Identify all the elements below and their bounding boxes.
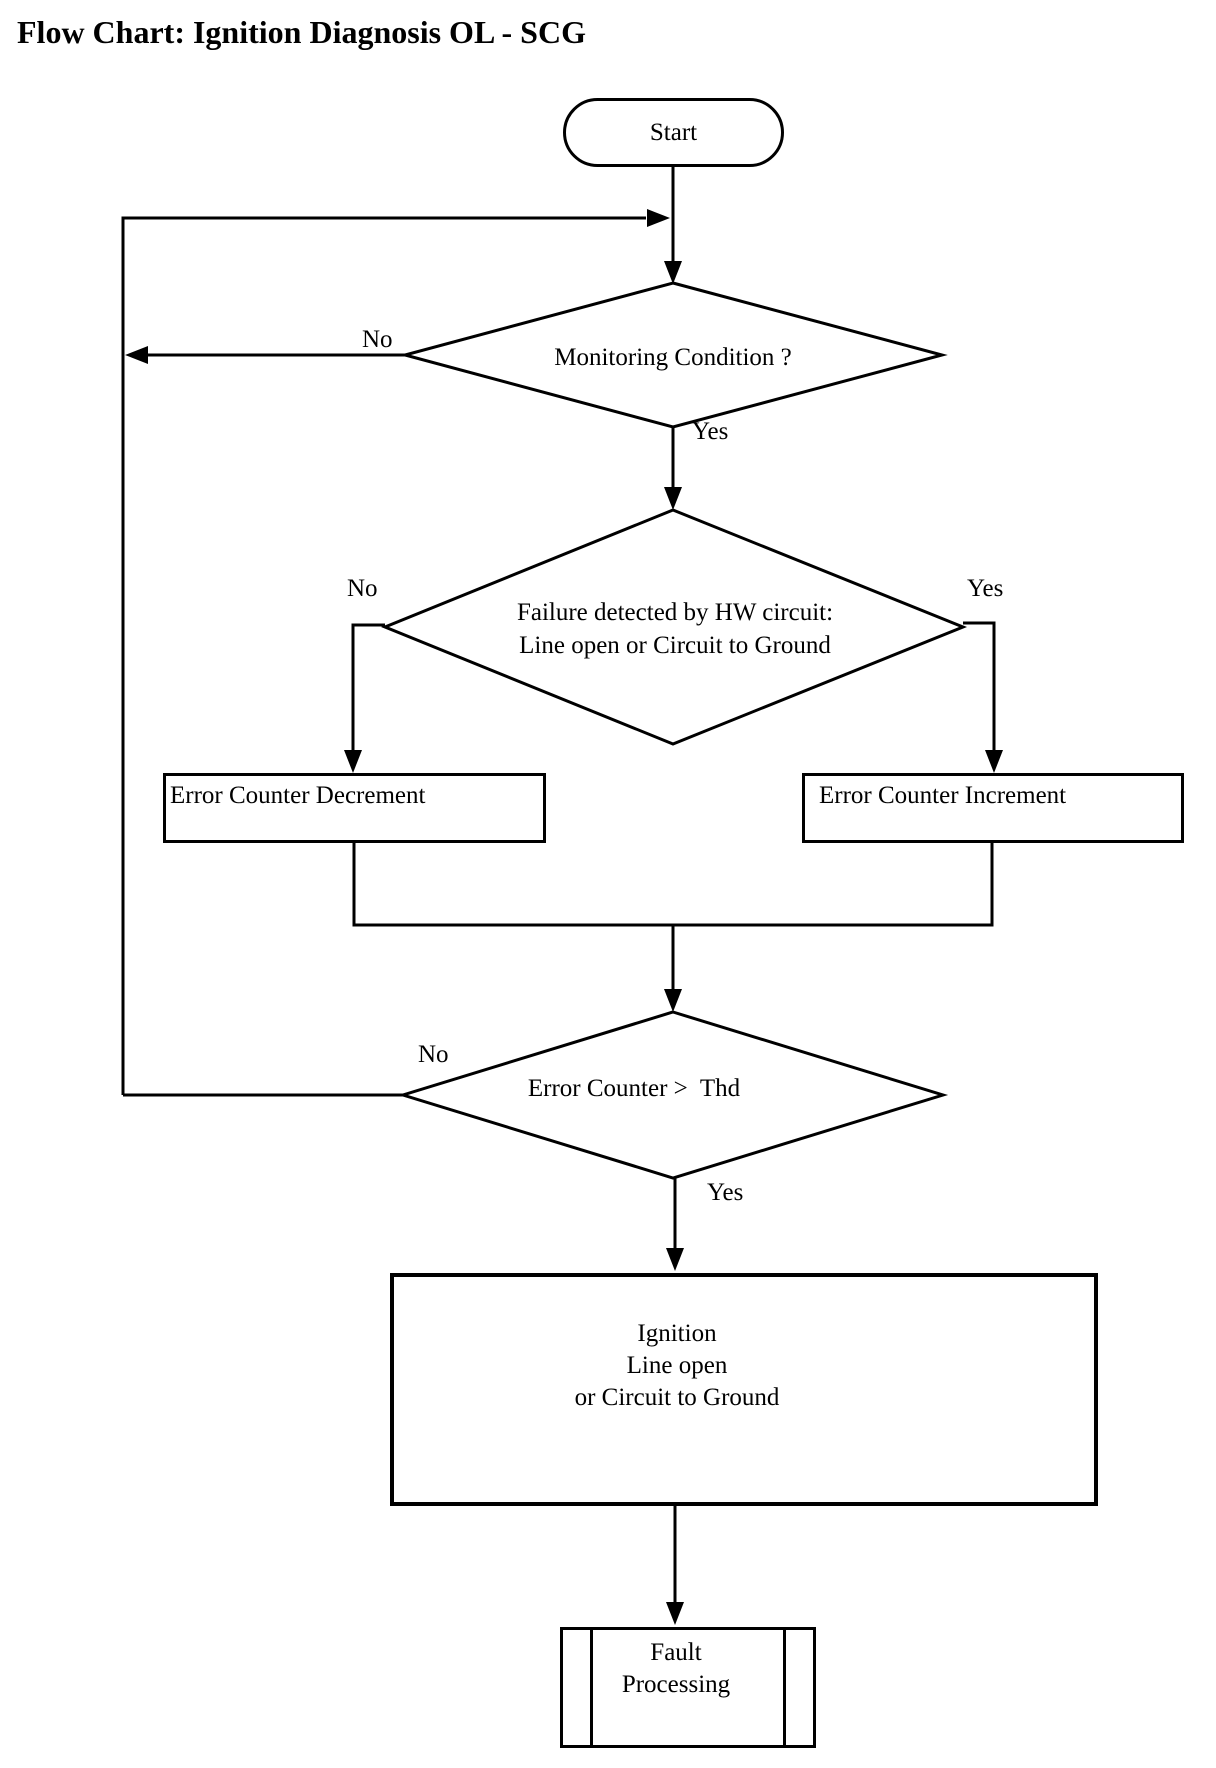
node-start-label: Start (649, 119, 698, 146)
node-ignition-result: Ignition Line open or Circuit to Ground (390, 1273, 1098, 1506)
node-ignition-result-line2: Line open (626, 1352, 728, 1379)
node-fault-processing-line2: Processing (621, 1671, 731, 1698)
node-ignition-result-line3: or Circuit to Ground (574, 1384, 780, 1411)
edge-counters-merge (352, 843, 994, 927)
edge-failure-yes (963, 621, 996, 751)
decision-failure-detected-shape (381, 508, 968, 746)
edge-label-failure-no: No (347, 575, 378, 602)
arrowhead-into-fault (666, 1602, 684, 1625)
arrowhead-monitoring-no (125, 346, 148, 364)
edge-label-threshold-no: No (418, 1041, 449, 1068)
arrowhead-loop-into-spine (647, 209, 670, 227)
node-fault-processing-label: Fault Processing (581, 1637, 771, 1701)
edge-failure-no (351, 623, 385, 751)
predefined-process-left-bar (590, 1630, 593, 1745)
node-error-counter-thd-label: Error Counter > Thd (527, 1075, 741, 1102)
edge-label-threshold-yes: Yes (707, 1179, 744, 1206)
arrowhead-into-monitoring (664, 261, 682, 284)
edge-label-monitoring-no: No (362, 326, 393, 353)
node-ignition-result-label: Ignition Line open or Circuit to Ground (394, 1318, 960, 1414)
edge-label-monitoring-yes: Yes (692, 418, 729, 445)
node-fault-processing-line1: Fault (650, 1639, 702, 1666)
arrowhead-into-increment (985, 750, 1003, 773)
predefined-process-right-bar (783, 1630, 786, 1745)
node-start: Start (563, 98, 784, 167)
arrowhead-into-decrement (344, 750, 362, 773)
node-error-counter-increment: Error Counter Increment (802, 773, 1184, 843)
arrowhead-into-threshold (664, 989, 682, 1012)
page-title: Flow Chart: Ignition Diagnosis OL - SCG (17, 14, 586, 50)
node-error-counter-decrement-label: Error Counter Decrement (170, 782, 426, 809)
node-failure-detected-label: Failure detected by HW circuit: Line ope… (425, 596, 925, 662)
node-fault-processing: Fault Processing (560, 1627, 816, 1748)
arrowhead-into-ignition (666, 1248, 684, 1271)
node-monitoring-condition-label: Monitoring Condition ? (554, 344, 792, 371)
node-failure-detected-line1: Failure detected by HW circuit: (516, 599, 834, 626)
node-ignition-result-line1: Ignition (637, 1320, 717, 1347)
arrowhead-into-failure (664, 487, 682, 510)
node-failure-detected-line2: Line open or Circuit to Ground (519, 632, 831, 659)
edge-loop-feedback (121, 216, 646, 1095)
node-error-counter-increment-label: Error Counter Increment (819, 782, 1067, 809)
node-error-counter-decrement: Error Counter Decrement (163, 773, 546, 843)
decision-error-counter-thd-shape (397, 1010, 949, 1180)
edge-label-failure-yes: Yes (967, 575, 1004, 602)
